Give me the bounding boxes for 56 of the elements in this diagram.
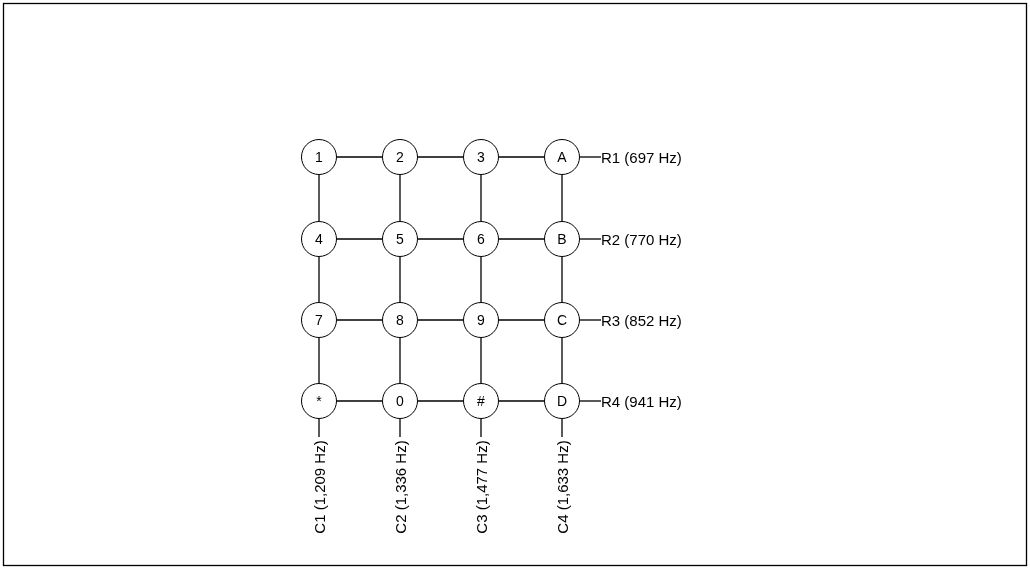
- row-frequency-label: R1 (697 Hz): [601, 147, 751, 167]
- connector-line: [579, 156, 602, 158]
- connector-line: [336, 319, 383, 321]
- connector-line: [417, 400, 464, 402]
- key-circle: #: [463, 383, 499, 419]
- row-frequency-label: R2 (770 Hz): [601, 229, 751, 249]
- column-frequency-label: C4 (1,633 Hz): [553, 437, 571, 537]
- key-circle: C: [544, 302, 580, 338]
- key-circle: 9: [463, 302, 499, 338]
- key-circle: *: [301, 383, 337, 419]
- key-circle: B: [544, 221, 580, 257]
- connector-line: [561, 337, 563, 384]
- key-circle: 0: [382, 383, 418, 419]
- key-circle: 5: [382, 221, 418, 257]
- connector-line: [498, 156, 545, 158]
- key-circle: 4: [301, 221, 337, 257]
- connector-line: [318, 174, 320, 222]
- connector-line: [399, 418, 401, 438]
- connector-line: [480, 256, 482, 303]
- connector-line: [498, 400, 545, 402]
- connector-line: [399, 337, 401, 384]
- connector-line: [336, 238, 383, 240]
- key-circle: 8: [382, 302, 418, 338]
- key-circle: A: [544, 139, 580, 175]
- connector-line: [480, 418, 482, 438]
- connector-line: [336, 400, 383, 402]
- connector-line: [336, 156, 383, 158]
- connector-line: [399, 256, 401, 303]
- key-circle: D: [544, 383, 580, 419]
- connector-line: [417, 156, 464, 158]
- key-circle: 1: [301, 139, 337, 175]
- column-frequency-label: C3 (1,477 Hz): [472, 437, 490, 537]
- key-circle: 2: [382, 139, 418, 175]
- key-circle: 3: [463, 139, 499, 175]
- connector-line: [318, 418, 320, 438]
- row-frequency-label: R4 (941 Hz): [601, 391, 751, 411]
- connector-line: [417, 238, 464, 240]
- column-frequency-label: C1 (1,209 Hz): [310, 437, 328, 537]
- connector-line: [561, 256, 563, 303]
- connector-line: [318, 256, 320, 303]
- key-circle: 6: [463, 221, 499, 257]
- connector-line: [579, 319, 602, 321]
- connector-line: [498, 319, 545, 321]
- connector-line: [480, 174, 482, 222]
- connector-line: [480, 337, 482, 384]
- connector-line: [417, 319, 464, 321]
- connector-line: [498, 238, 545, 240]
- connector-line: [579, 400, 602, 402]
- connector-line: [318, 337, 320, 384]
- connector-line: [399, 174, 401, 222]
- key-circle: 7: [301, 302, 337, 338]
- connector-line: [561, 418, 563, 438]
- row-frequency-label: R3 (852 Hz): [601, 310, 751, 330]
- connector-line: [561, 174, 563, 222]
- connector-line: [579, 238, 602, 240]
- column-frequency-label: C2 (1,336 Hz): [391, 437, 409, 537]
